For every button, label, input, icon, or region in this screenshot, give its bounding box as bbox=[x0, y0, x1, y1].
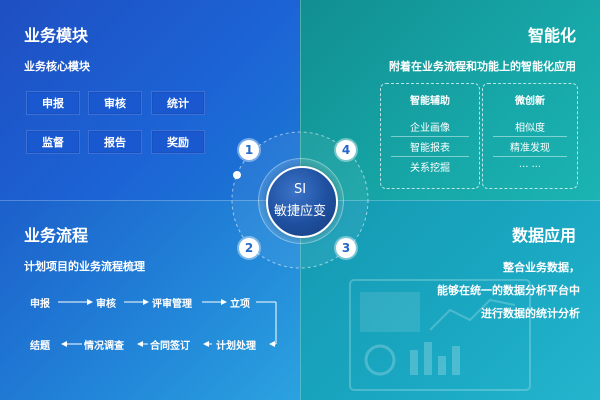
panel-smart-assist-title: 智能辅助 bbox=[410, 96, 450, 107]
business-flow-subtitle: 计划项目的业务流程梳理 bbox=[24, 260, 145, 273]
center-label-si: SI bbox=[293, 182, 307, 197]
quadrant-business-module: 业务模块 业务核心模块 申报 审核 统计 监督 报告 奖励 bbox=[0, 0, 300, 200]
flow-step: 情况调查 bbox=[84, 341, 124, 352]
divider bbox=[391, 156, 469, 157]
step-number-2: 2 bbox=[239, 238, 259, 258]
flow-connectors bbox=[58, 299, 277, 347]
module-button-report[interactable]: 报告 bbox=[88, 130, 142, 154]
panel-micro-innovation-title: 微创新 bbox=[515, 96, 545, 107]
dashboard-illustration bbox=[349, 279, 531, 391]
divider bbox=[493, 136, 567, 137]
flow-step: 申报 bbox=[30, 299, 50, 310]
panel-item: 关系挖掘 bbox=[410, 163, 450, 174]
business-flow-title: 业务流程 bbox=[24, 226, 89, 245]
quadrant-intelligence: 智能化 附着在业务流程和功能上的智能化应用 智能辅助 企业画像 智能报表 关系挖… bbox=[300, 0, 600, 200]
panel-item: 精准发现 bbox=[510, 143, 550, 154]
data-application-title: 数据应用 bbox=[511, 226, 576, 245]
step-number-3: 3 bbox=[336, 238, 356, 258]
center-core bbox=[266, 166, 338, 238]
divider bbox=[493, 156, 567, 157]
flow-step: 计划处理 bbox=[216, 341, 256, 352]
module-button-statistics[interactable]: 统计 bbox=[151, 91, 205, 115]
step-number-1: 1 bbox=[239, 140, 259, 160]
panel-smart-assist: 智能辅助 企业画像 智能报表 关系挖掘 bbox=[380, 83, 480, 189]
module-button-supervise[interactable]: 监督 bbox=[26, 130, 80, 154]
intelligence-subtitle: 附着在业务流程和功能上的智能化应用 bbox=[389, 60, 576, 73]
module-button-review[interactable]: 审核 bbox=[88, 91, 142, 115]
panel-item: 智能报表 bbox=[410, 143, 450, 154]
data-application-line-3: 进行数据的统计分析 bbox=[481, 307, 580, 320]
divider bbox=[391, 136, 469, 137]
panel-item: ... ... bbox=[518, 159, 542, 170]
center-label-agile: 敏捷应变 bbox=[273, 204, 326, 219]
panel-micro-innovation: 微创新 相似度 精准发现 ... ... bbox=[482, 83, 578, 189]
quadrant-data-application: 数据应用 整合业务数据， 能够在统一的数据分析平台中 进行数据的统计分析 bbox=[300, 200, 600, 400]
flow-step: 审核 bbox=[96, 299, 116, 310]
module-button-declare[interactable]: 申报 bbox=[26, 91, 80, 115]
data-application-line-1: 整合业务数据， bbox=[503, 261, 580, 274]
flow-step: 立项 bbox=[230, 299, 250, 310]
flow-step: 合同签订 bbox=[150, 341, 190, 352]
step-number-4: 4 bbox=[336, 140, 356, 160]
business-module-title: 业务模块 bbox=[24, 26, 89, 45]
module-button-reward[interactable]: 奖励 bbox=[151, 130, 205, 154]
business-module-subtitle: 业务核心模块 bbox=[24, 60, 90, 73]
panel-item: 相似度 bbox=[515, 123, 545, 134]
intelligence-title: 智能化 bbox=[527, 26, 576, 45]
data-application-line-2: 能够在统一的数据分析平台中 bbox=[437, 284, 580, 297]
flow-step: 评审管理 bbox=[152, 299, 192, 310]
quadrant-business-flow: 业务流程 计划项目的业务流程梳理 申报 审核 评审管理 立项 结题 情况调查 bbox=[0, 200, 300, 400]
flow-step: 结题 bbox=[30, 341, 50, 352]
panel-item: 企业画像 bbox=[410, 123, 450, 134]
